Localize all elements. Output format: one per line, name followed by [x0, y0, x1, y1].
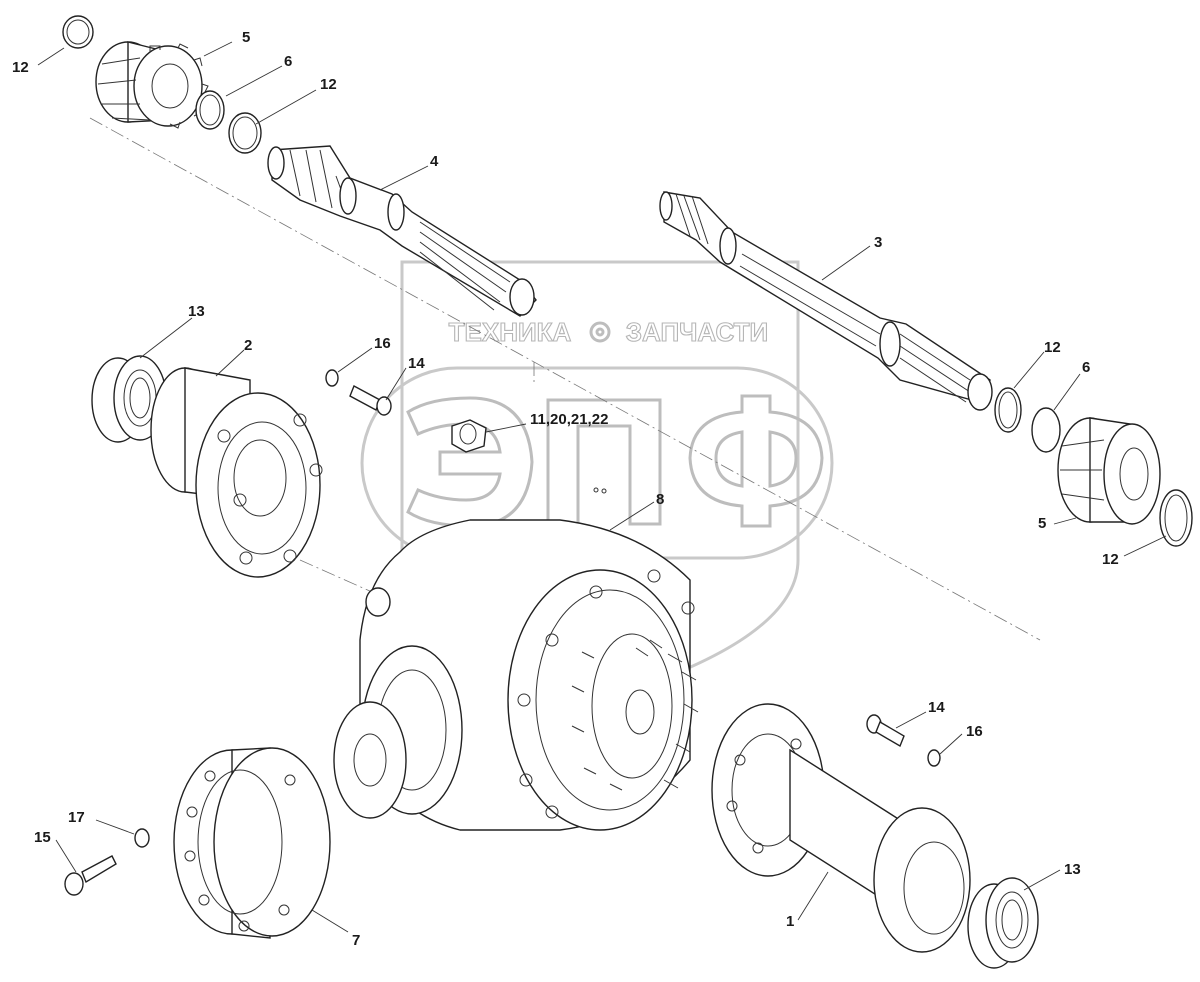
callout-13-right: 13 — [1064, 861, 1081, 878]
callout-14-top: 14 — [408, 355, 425, 372]
hub-2 — [150, 367, 323, 578]
ring-6-top-inner — [199, 94, 221, 126]
callout-3: 3 — [874, 234, 882, 251]
callout-5-top: 5 — [242, 29, 250, 46]
leader-lines — [37, 41, 1167, 933]
callout-17: 17 — [68, 809, 85, 826]
retaining-ring-12-top-left — [62, 15, 94, 49]
retaining-ring-12-bottom-right — [1159, 489, 1193, 547]
washer-17 — [134, 828, 150, 848]
callout-2: 2 — [244, 337, 252, 354]
callout-6-top: 6 — [284, 53, 292, 70]
watermark-logo-letter-f — [688, 394, 824, 528]
callout-4: 4 — [430, 153, 439, 170]
callout-11-20-21-22: 11,20,21,22 — [530, 411, 608, 428]
housing-8 — [333, 519, 699, 831]
watermark-logo-letter-e — [406, 396, 534, 528]
retaining-ring-12-top — [228, 112, 262, 154]
ring-6-top — [195, 90, 225, 130]
callout-8: 8 — [656, 491, 664, 508]
washer-16-bottom — [927, 749, 941, 767]
callout-7: 7 — [352, 932, 360, 949]
callout-13-left: 13 — [188, 303, 205, 320]
bolt-14-bottom — [866, 714, 905, 748]
callout-15: 15 — [34, 829, 51, 846]
bolt-14-top — [349, 385, 392, 416]
housing-studs — [517, 569, 699, 819]
callout-14-bottom: 14 — [928, 699, 945, 716]
callout-12-top-left: 12 — [12, 59, 29, 76]
watermark-gear-icon — [589, 321, 611, 343]
shaft-4 — [267, 145, 537, 317]
washer-16-top — [325, 369, 339, 387]
watermark-text-left: ТЕХНИКА — [449, 317, 572, 347]
ring-6-right — [1031, 407, 1061, 453]
gear-5-top — [95, 41, 209, 129]
shaft-3 — [659, 191, 993, 411]
callout-12-top: 12 — [320, 76, 337, 93]
watermark-text-right: ЗАПЧАСТИ — [626, 317, 769, 347]
bolt-15 — [64, 855, 117, 896]
callout-12-right: 12 — [1044, 339, 1061, 356]
retaining-ring-12-right — [994, 387, 1022, 433]
fitting-11-20-21-22 — [451, 419, 607, 494]
callout-12-bottom-right: 12 — [1102, 551, 1119, 568]
callout-16-bottom: 16 — [966, 723, 983, 740]
callout-16-top: 16 — [374, 335, 391, 352]
gear-5-right — [1057, 417, 1161, 525]
ring-housing-7 — [173, 747, 331, 939]
axle-hub-1 — [711, 703, 971, 953]
callout-6-right: 6 — [1082, 359, 1090, 376]
bearing-13-right — [967, 877, 1039, 969]
callouts: 12 5 6 12 4 3 13 2 16 14 11,20,21,22 8 1… — [12, 29, 1119, 949]
callout-5-right: 5 — [1038, 515, 1046, 532]
callout-1: 1 — [786, 913, 794, 930]
